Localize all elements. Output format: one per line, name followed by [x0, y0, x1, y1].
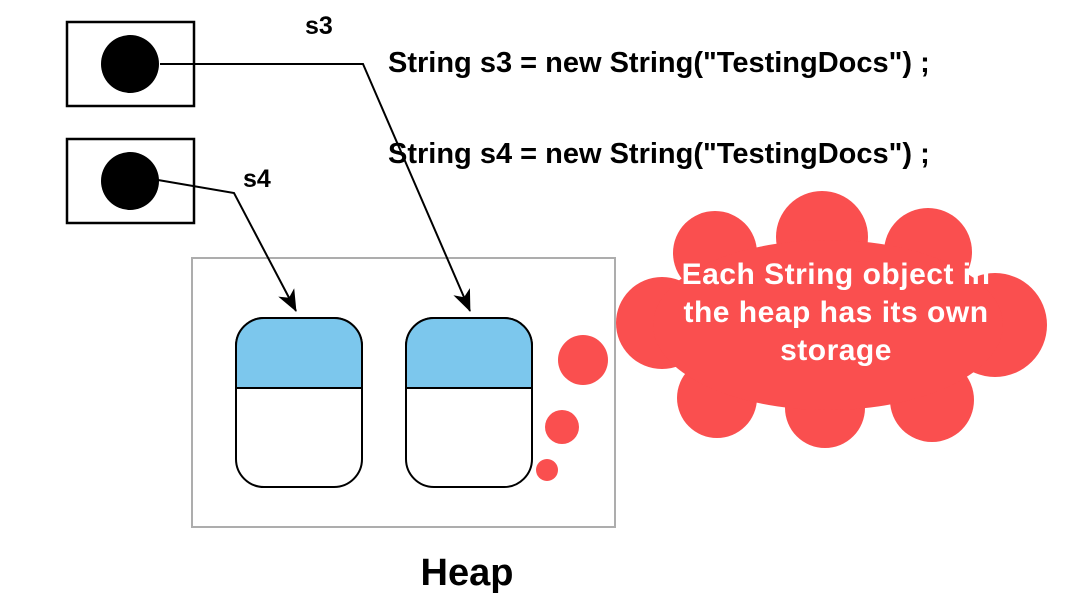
string-object-2	[405, 317, 533, 488]
string-object-1-header	[235, 317, 363, 389]
string-object-1	[235, 317, 363, 488]
thought-trail-dot-large	[558, 335, 608, 385]
code-line-s3: String s3 = new String("TestingDocs") ;	[388, 47, 930, 79]
heap-label: Heap	[420, 552, 514, 594]
callout-line-1: Each String object in	[681, 258, 991, 291]
thought-cloud	[616, 191, 1047, 448]
arrow-s4	[157, 179, 297, 312]
callout-line-3: storage	[780, 334, 892, 367]
thought-trail-dot-medium	[545, 410, 579, 444]
string-object-2-header	[405, 317, 533, 389]
reference-dot-s4	[101, 152, 159, 210]
label-s4: s4	[243, 165, 271, 193]
arrow-s3	[160, 63, 471, 312]
reference-dot-s3	[101, 35, 159, 93]
thought-trail-dot-small	[536, 459, 558, 481]
callout-line-2: the heap has its own	[683, 296, 989, 329]
label-s3: s3	[305, 12, 333, 40]
code-line-s4: String s4 = new String("TestingDocs") ;	[388, 138, 930, 170]
callout-text: Each String object in the heap has its o…	[616, 256, 1056, 370]
